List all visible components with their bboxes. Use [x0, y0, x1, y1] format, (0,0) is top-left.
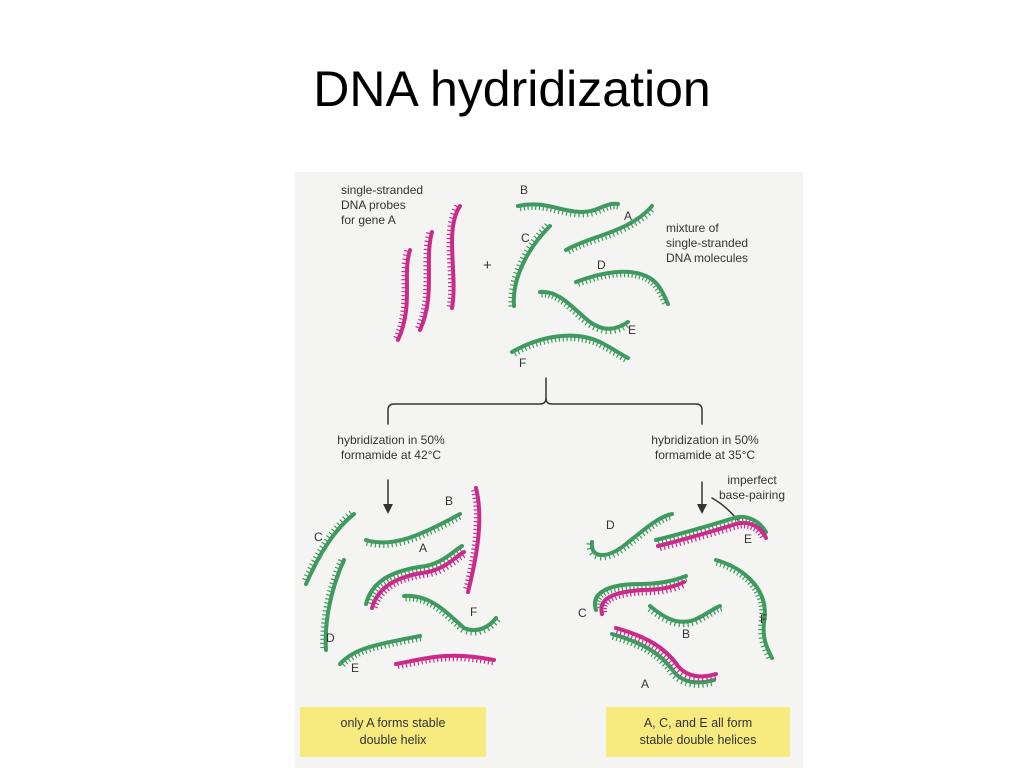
strand-a-left-duplex [364, 544, 464, 606]
left-condition-line: formamide at 42°C [340, 448, 442, 462]
label-d-top: D [597, 258, 606, 272]
label-e-left: E [351, 661, 360, 675]
mixture-label-line: single-stranded [666, 236, 749, 250]
label-b-left: B [445, 494, 454, 508]
strand-a-right-duplex [610, 632, 716, 685]
label-b-right: B [682, 627, 691, 641]
probe-left-a-duplex [370, 550, 466, 610]
probe-strand [450, 204, 462, 310]
arrow-right-head [697, 504, 707, 514]
probes-label-line: DNA probes [341, 198, 406, 212]
label-d-right: D [606, 518, 615, 532]
label-f-top: F [519, 356, 527, 370]
right-result-box: A, C, and E all form stable double helic… [606, 707, 790, 757]
label-c-top: C [521, 231, 530, 245]
probe-strand [418, 230, 434, 332]
probe-left-b [466, 486, 482, 594]
strand-d-left [323, 558, 346, 652]
strand-c-top [511, 224, 552, 308]
probe-c-right-duplex [599, 580, 686, 616]
probes-label-line: for gene A [341, 213, 396, 227]
label-a-right: A [641, 677, 650, 691]
probe-e-right-duplex [656, 521, 768, 548]
right-condition-label: hybridization in 50% formamide at 35°C [630, 433, 780, 463]
left-result-line: only A forms stable [340, 716, 446, 730]
left-result-line: double helix [359, 733, 427, 747]
arrow-left-head [383, 504, 393, 514]
label-f-right: F [760, 612, 768, 626]
slide-title: DNA hydridization [313, 61, 711, 117]
note-line: imperfect [727, 473, 777, 487]
bracket-bar [387, 397, 703, 425]
label-f-left: F [470, 605, 478, 619]
strand-f-top [510, 333, 630, 360]
label-c-right: C [578, 606, 587, 620]
label-d-left: D [326, 631, 335, 645]
strand-c-right-duplex [592, 574, 688, 612]
label-a-top: A [624, 209, 633, 223]
probes-label: single-stranded DNA probes for gene A [341, 183, 423, 228]
label-c-left: C [314, 530, 323, 544]
strand-b-top [516, 201, 620, 215]
strand-c-left [304, 512, 356, 586]
right-condition-line: formamide at 35°C [654, 448, 756, 462]
mixture-label: mixture of single-stranded DNA molecules [666, 221, 748, 266]
strand-f-left [402, 593, 498, 633]
right-result-line: A, C, and E all form [643, 716, 753, 730]
strand-d-top [574, 269, 670, 306]
probe-left-free [394, 653, 496, 666]
right-condition-line: hybridization in 50% [651, 433, 759, 447]
note-line: base-pairing [718, 488, 786, 502]
strand-b-right [648, 604, 722, 624]
label-e-right: E [744, 532, 753, 546]
probe-a-right-duplex [614, 626, 718, 679]
imperfect-pairing-note: imperfect base-pairing [712, 473, 792, 503]
mixture-label-line: mixture of [666, 221, 719, 235]
plus-sign: + [483, 257, 492, 274]
probes-label-line: single-stranded [341, 183, 424, 197]
strand-f-right [714, 558, 774, 660]
base-ticks [366, 514, 462, 549]
right-result-text: A, C, and E all form stable double helic… [640, 715, 757, 749]
strand-d-right [589, 512, 674, 557]
right-result-line: stable double helices [639, 733, 757, 747]
mixture-label-line: DNA molecules [666, 251, 749, 265]
strand-e-top [538, 289, 630, 331]
left-condition-label: hybridization in 50% formamide at 42°C [316, 433, 466, 463]
probe-strand [396, 248, 412, 342]
strand-e-right-duplex [654, 515, 768, 542]
figure-panel [295, 172, 803, 768]
label-e-top: E [628, 323, 637, 337]
label-a-left: A [419, 541, 428, 555]
left-result-text: only A forms stable double helix [341, 715, 446, 749]
label-b-top: B [520, 183, 529, 197]
strand-b-left [364, 512, 462, 545]
strand-e-left [338, 634, 422, 666]
strand-a-top [564, 204, 654, 252]
left-condition-line: hybridization in 50% [337, 433, 445, 447]
left-result-box: only A forms stable double helix [300, 707, 486, 757]
